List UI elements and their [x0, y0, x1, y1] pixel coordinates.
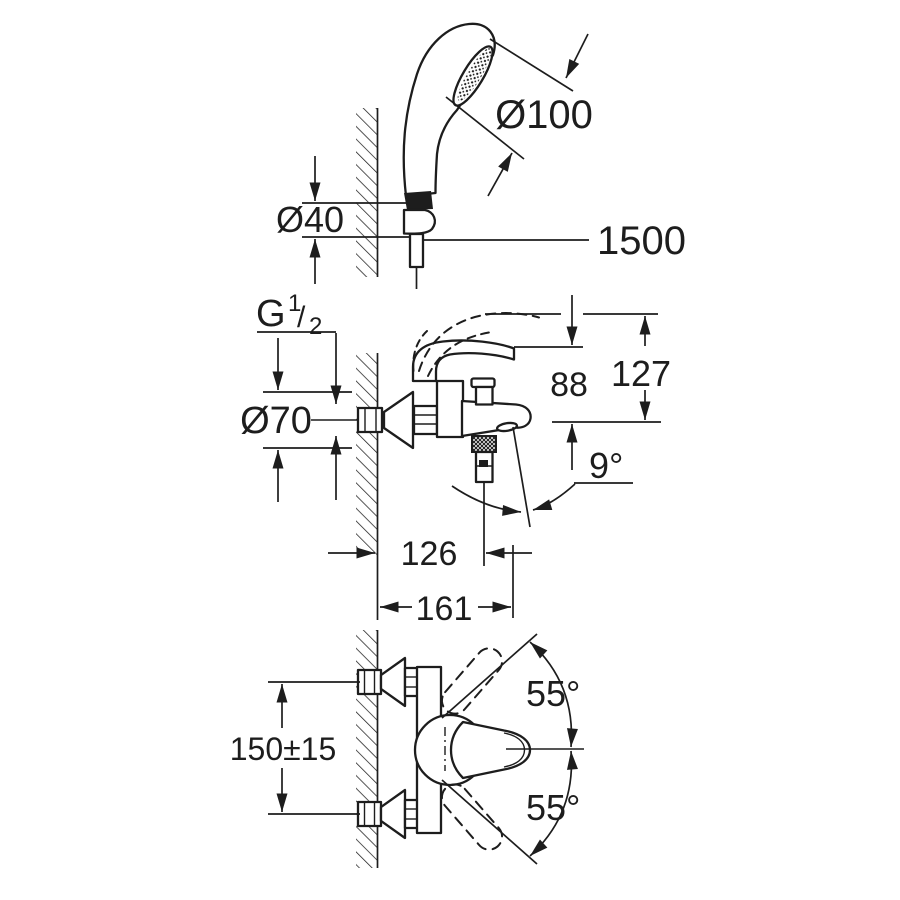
- center-distance-label: 150±15: [230, 731, 337, 767]
- dim-escutcheon-diameter: Ø70: [240, 338, 352, 502]
- thread-label-denominator: 2: [309, 313, 322, 340]
- thread-label-g: G: [256, 293, 286, 335]
- holder-clamp: [404, 191, 433, 210]
- diverter-knob-stem: [474, 385, 494, 406]
- escutcheon-diameter-label: Ø70: [240, 400, 312, 442]
- lever-open-position-dashed: [427, 331, 493, 377]
- swing-upper-label: 55°: [526, 673, 580, 714]
- spout-outlet: [495, 421, 519, 433]
- height-spout-label: 88: [550, 366, 588, 404]
- hose-length-label: 1500: [597, 219, 686, 263]
- mixer-body: [435, 379, 465, 439]
- holder-diameter-label: Ø40: [276, 199, 344, 240]
- dim-reach: 126 161: [328, 535, 532, 628]
- plan-view: 55° 55° 150±15: [230, 630, 584, 868]
- handle-swung-down-dashed: [440, 783, 504, 851]
- escutcheon-cone: [379, 656, 407, 708]
- angle-arc-arrow: [532, 483, 576, 511]
- angle-arc-arrow: [529, 750, 578, 857]
- height-total-label: 127: [611, 353, 671, 394]
- dim-swing-angles: 55° 55°: [441, 633, 580, 865]
- dim-heights: 88 127: [485, 295, 671, 470]
- lever-open-position-dashed: [412, 330, 428, 372]
- hand-shower-view: Ø100 Ø40 1500: [276, 22, 686, 289]
- wall-union-nut: [356, 668, 383, 696]
- dim-hose-length: 1500: [424, 219, 686, 263]
- angle-leg-line: [512, 426, 531, 528]
- spout-angle-label: 9°: [589, 445, 623, 486]
- dimension-arrow: [487, 152, 513, 197]
- extension-line: [489, 38, 574, 92]
- wall-hatching: [356, 108, 378, 277]
- stem-marking: [479, 460, 488, 467]
- wall-union-nut: [356, 406, 384, 434]
- head-diameter-label: Ø100: [495, 93, 593, 137]
- lever-handle-plan: [449, 720, 532, 780]
- hose-connector-nut: [408, 232, 425, 269]
- escutcheon-cone: [382, 390, 415, 450]
- spray-face-nozzles: [457, 48, 492, 101]
- side-elevation-view: G 1 / 2 Ø70 88 127: [240, 290, 671, 628]
- thread-label-slash: /: [297, 301, 306, 334]
- spout: [460, 399, 532, 438]
- holder-elbow: [402, 208, 436, 235]
- lever-inner-line: [503, 732, 526, 768]
- thread-size-label-group: G 1 / 2: [256, 290, 342, 500]
- thread-label-numerator: 1: [288, 290, 301, 317]
- angle-leg-line: [441, 779, 538, 865]
- reach-total-label: 161: [416, 590, 473, 628]
- wall-hatching: [356, 630, 378, 868]
- escutcheon-cone: [379, 788, 407, 840]
- extension-line: [445, 96, 525, 160]
- reach-hose-label: 126: [401, 535, 458, 573]
- dim-head-diameter: Ø100: [445, 33, 593, 197]
- dim-holder-diameter: Ø40: [276, 156, 409, 284]
- diverter-knob-cap: [470, 377, 496, 389]
- hose-outlet-knurled-nut: [471, 435, 497, 453]
- dim-spout-angle: 9°: [451, 426, 633, 528]
- dim-center-distance: 150±15: [230, 681, 360, 815]
- lever-handle: [411, 339, 516, 383]
- angle-leg-line: [441, 633, 538, 719]
- handle-swung-up-dashed: [440, 647, 504, 715]
- wall-hatching: [356, 353, 378, 555]
- union-hex-nut: [412, 404, 439, 436]
- wall-union-nut: [356, 800, 383, 828]
- dimension-arrow: [565, 33, 589, 79]
- angle-arc-arrow: [529, 641, 578, 748]
- angle-arc-arrow: [451, 485, 522, 516]
- swing-lower-label: 55°: [526, 787, 580, 828]
